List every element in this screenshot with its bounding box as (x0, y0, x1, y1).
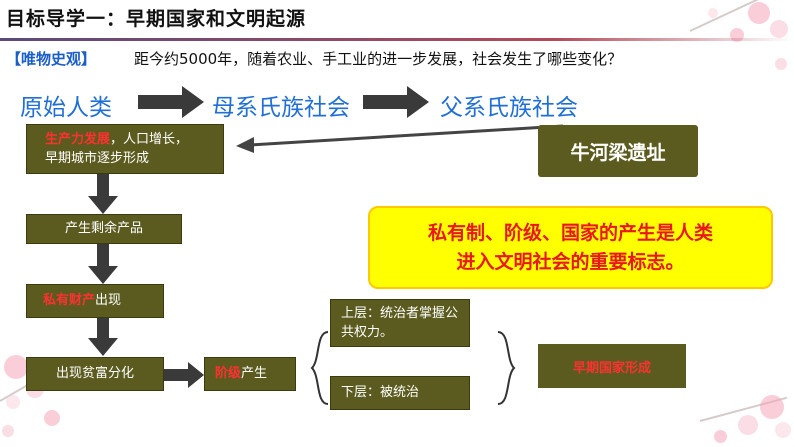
left-brace-icon (310, 331, 329, 405)
conclusion-callout: 私有制、阶级、国家的产生是人类 进入文明社会的重要标志。 (368, 206, 773, 289)
lower-layer-box: 下层：被统治 (330, 376, 470, 410)
highlight-productivity: 生产力发展 (45, 132, 111, 147)
result-early-state: 早期国家形成 (538, 344, 686, 388)
left-arrow-icon (236, 124, 564, 153)
flow-box-wealth-gap: 出现贫富分化 (26, 357, 164, 391)
right-arrow-icon (164, 362, 204, 388)
flow-box-productivity: 生产力发展，人口增长， 早期城市逐步形成 (26, 124, 224, 174)
flow-box-private-property: 私有财产出现 (26, 284, 164, 318)
right-brace-icon (497, 331, 516, 405)
highlight-private-property: 私有财产 (43, 293, 96, 308)
down-arrow-icon (88, 244, 118, 284)
flow-box-class: 阶级产生 (204, 357, 296, 391)
right-arrow-icon (138, 86, 204, 118)
box1-rest: ，人口增长， (110, 132, 189, 147)
box5-rest: 产生 (241, 366, 268, 381)
right-arrow-icon (363, 86, 429, 118)
highlight-class: 阶级 (215, 366, 242, 381)
box3-rest: 出现 (95, 293, 122, 308)
page-title: 目标导学一：早期国家和文明起源 (6, 8, 307, 30)
question-tag: 【唯物史观】 (6, 50, 97, 68)
question-text: 距今约5000年，随着农业、手工业的进一步发展，社会发生了哪些变化？ (134, 50, 623, 68)
down-arrow-icon (88, 174, 118, 214)
conclusion-line-1: 私有制、阶级、国家的产生是人类 (427, 222, 713, 244)
stage-patriarchal-clan: 父系氏族社会 (440, 95, 578, 121)
box1-line2: 早期城市逐步形成 (45, 151, 150, 166)
stage-primitive-humans: 原始人类 (20, 95, 112, 121)
title-underline (0, 38, 794, 41)
down-arrow-icon (88, 318, 118, 356)
flow-box-surplus: 产生剩余产品 (26, 214, 182, 244)
upper-layer-box: 上层：统治者掌握公共权力。 (330, 299, 470, 347)
stage-matriarchal-clan: 母系氏族社会 (212, 95, 350, 121)
conclusion-line-2: 进入文明社会的重要标志。 (456, 251, 685, 273)
site-label-niuheliang: 牛河梁遗址 (538, 125, 698, 177)
